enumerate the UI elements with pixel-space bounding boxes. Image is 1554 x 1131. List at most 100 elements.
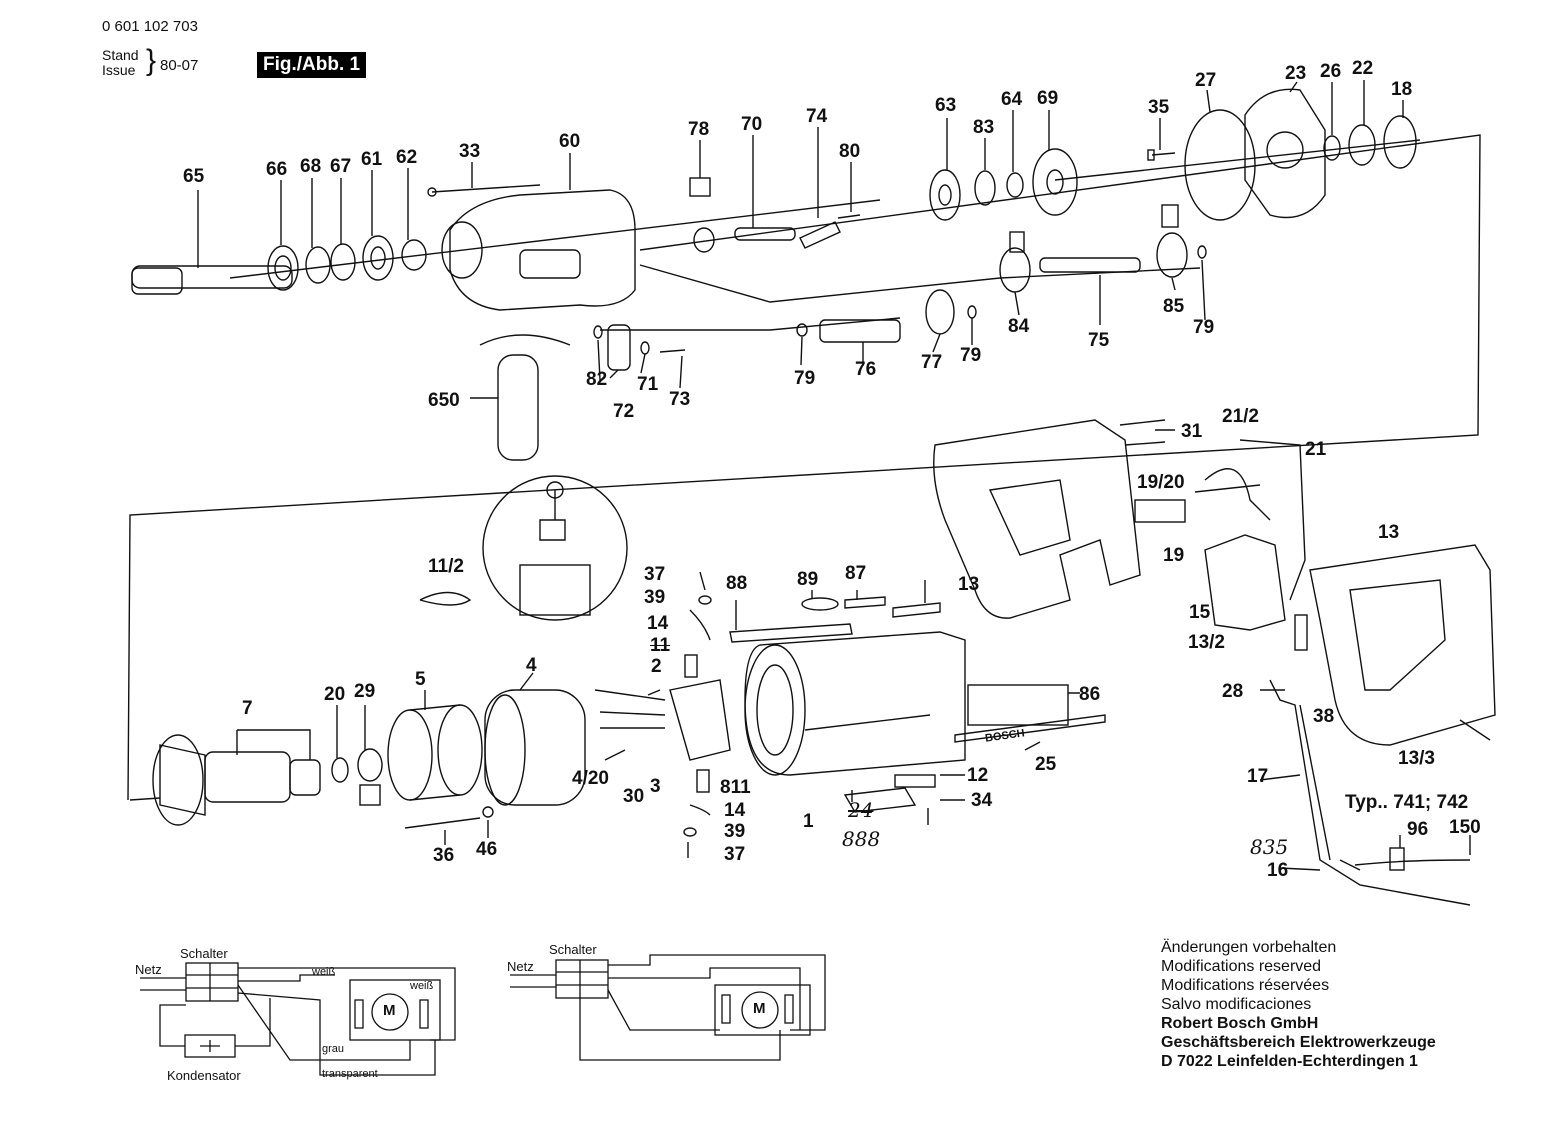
- callout-65: 65: [183, 166, 205, 187]
- callout-77: 77: [921, 352, 943, 373]
- callout-66: 66: [266, 159, 288, 180]
- ring-5: [387, 709, 433, 801]
- callout-4: 4: [526, 655, 537, 676]
- callout-18: 18: [1391, 79, 1413, 100]
- callout-84: 84: [1008, 316, 1030, 337]
- label-86: [967, 684, 1069, 726]
- aux-handle-650: [497, 354, 539, 461]
- note-line-3: Modifications réservées: [1161, 977, 1330, 994]
- gear-84: [999, 247, 1031, 293]
- callout-14a: 14: [647, 613, 669, 634]
- wiring-left-weiss-2: weiß: [410, 980, 434, 992]
- callout-11-2: 11/2: [428, 556, 464, 577]
- callout-72: 72: [613, 401, 635, 422]
- callout-811: 811: [720, 777, 751, 798]
- callout-26: 26: [1320, 61, 1342, 82]
- gear-69: [1032, 148, 1078, 216]
- callout-89: 89: [797, 569, 819, 590]
- callout-17: 17: [1247, 766, 1269, 787]
- callout-46: 46: [476, 839, 498, 860]
- callout-73: 73: [669, 389, 691, 410]
- power-cord-17: [1269, 679, 1471, 906]
- bearing-66: [267, 245, 299, 291]
- callout-39a: 39: [644, 587, 666, 608]
- callout-79b: 79: [960, 345, 982, 366]
- callout-2: 2: [651, 656, 662, 677]
- callout-62: 62: [396, 147, 418, 168]
- wiring-left-motor: M: [383, 1002, 396, 1019]
- motor-housing-1: [744, 631, 966, 776]
- callout-34: 34: [971, 790, 993, 811]
- note-line-1: Änderungen vorbehalten: [1161, 939, 1337, 956]
- sleeve-62: [401, 239, 427, 271]
- callout-64: 64: [1001, 89, 1023, 110]
- note-company: Robert Bosch GmbH: [1161, 1015, 1319, 1032]
- washer-67: [330, 243, 356, 281]
- callout-20: 20: [324, 684, 346, 705]
- callout-30: 30: [623, 786, 645, 807]
- part-number: 0 601 102 703: [102, 18, 198, 35]
- wiring-left-weiss-1: weiß: [312, 966, 336, 978]
- gear-85: [1156, 232, 1188, 278]
- callout-86: 86: [1079, 684, 1101, 705]
- note-line-2: Modifications reserved: [1161, 958, 1322, 975]
- callout-13-2: 13/2: [1188, 632, 1225, 653]
- callout-76: 76: [855, 359, 877, 380]
- callout-22: 22: [1352, 58, 1374, 79]
- handwritten-835: 835: [1250, 835, 1289, 859]
- detail-circle: [482, 475, 628, 621]
- o-ring-27: [1184, 109, 1256, 221]
- callout-3: 3: [650, 776, 661, 797]
- stator-4: [484, 689, 586, 806]
- wiring-left-kondensator: Kondensator: [167, 1068, 241, 1083]
- callout-37b: 37: [724, 844, 746, 865]
- callout-83: 83: [973, 117, 995, 138]
- notes-block: Änderungen vorbehalten Modifications res…: [1161, 938, 1436, 1071]
- callout-71: 71: [637, 374, 659, 395]
- callout-79a: 79: [794, 368, 816, 389]
- ring-68: [305, 246, 331, 284]
- bearing-63: [929, 169, 961, 221]
- callout-14b: 14: [724, 800, 746, 821]
- callout-21-2: 21/2: [1222, 406, 1259, 427]
- brace-glyph: }: [146, 44, 157, 77]
- callout-19-20: 19/20: [1137, 472, 1185, 493]
- callout-15: 15: [1189, 602, 1211, 623]
- handwritten-888: 888: [842, 827, 881, 851]
- callout-19: 19: [1163, 545, 1185, 566]
- callout-31: 31: [1181, 421, 1203, 442]
- callout-96: 96: [1407, 819, 1429, 840]
- callout-35: 35: [1148, 97, 1170, 118]
- callout-650: 650: [428, 390, 460, 411]
- callout-7: 7: [242, 698, 253, 719]
- wiring-left-transparent: transparent: [322, 1068, 378, 1080]
- callout-85: 85: [1163, 296, 1185, 317]
- handle-half-13-right: [1309, 544, 1496, 746]
- callout-70: 70: [741, 114, 763, 135]
- type-designation: Typ.. 741; 742: [1345, 792, 1469, 813]
- callout-5: 5: [415, 669, 426, 690]
- callout-13a: 13: [958, 574, 980, 595]
- callout-21: 21: [1305, 439, 1327, 460]
- callout-27: 27: [1195, 70, 1217, 91]
- circlip-83: [974, 170, 996, 206]
- callout-61: 61: [361, 149, 383, 170]
- callout-67: 67: [330, 156, 352, 177]
- flange-23: [1244, 88, 1326, 219]
- callout-87: 87: [845, 563, 867, 584]
- callout-82: 82: [586, 369, 608, 390]
- callout-37a: 37: [644, 564, 666, 585]
- callout-75: 75: [1088, 330, 1110, 351]
- callout-29: 29: [354, 681, 376, 702]
- wiring-diagram-left: [140, 962, 456, 1076]
- callout-33: 33: [459, 141, 481, 162]
- figure-label: Fig./Abb. 1: [257, 52, 367, 78]
- shaft-76: [819, 319, 901, 343]
- note-line-4: Salvo modificaciones: [1161, 996, 1312, 1013]
- stand-label: Stand: [102, 47, 139, 63]
- callout-13b: 13: [1378, 522, 1400, 543]
- callout-38: 38: [1313, 706, 1335, 727]
- handle-half-13: [933, 419, 1141, 619]
- note-division: Geschäftsbereich Elektrowerkzeuge: [1161, 1034, 1436, 1051]
